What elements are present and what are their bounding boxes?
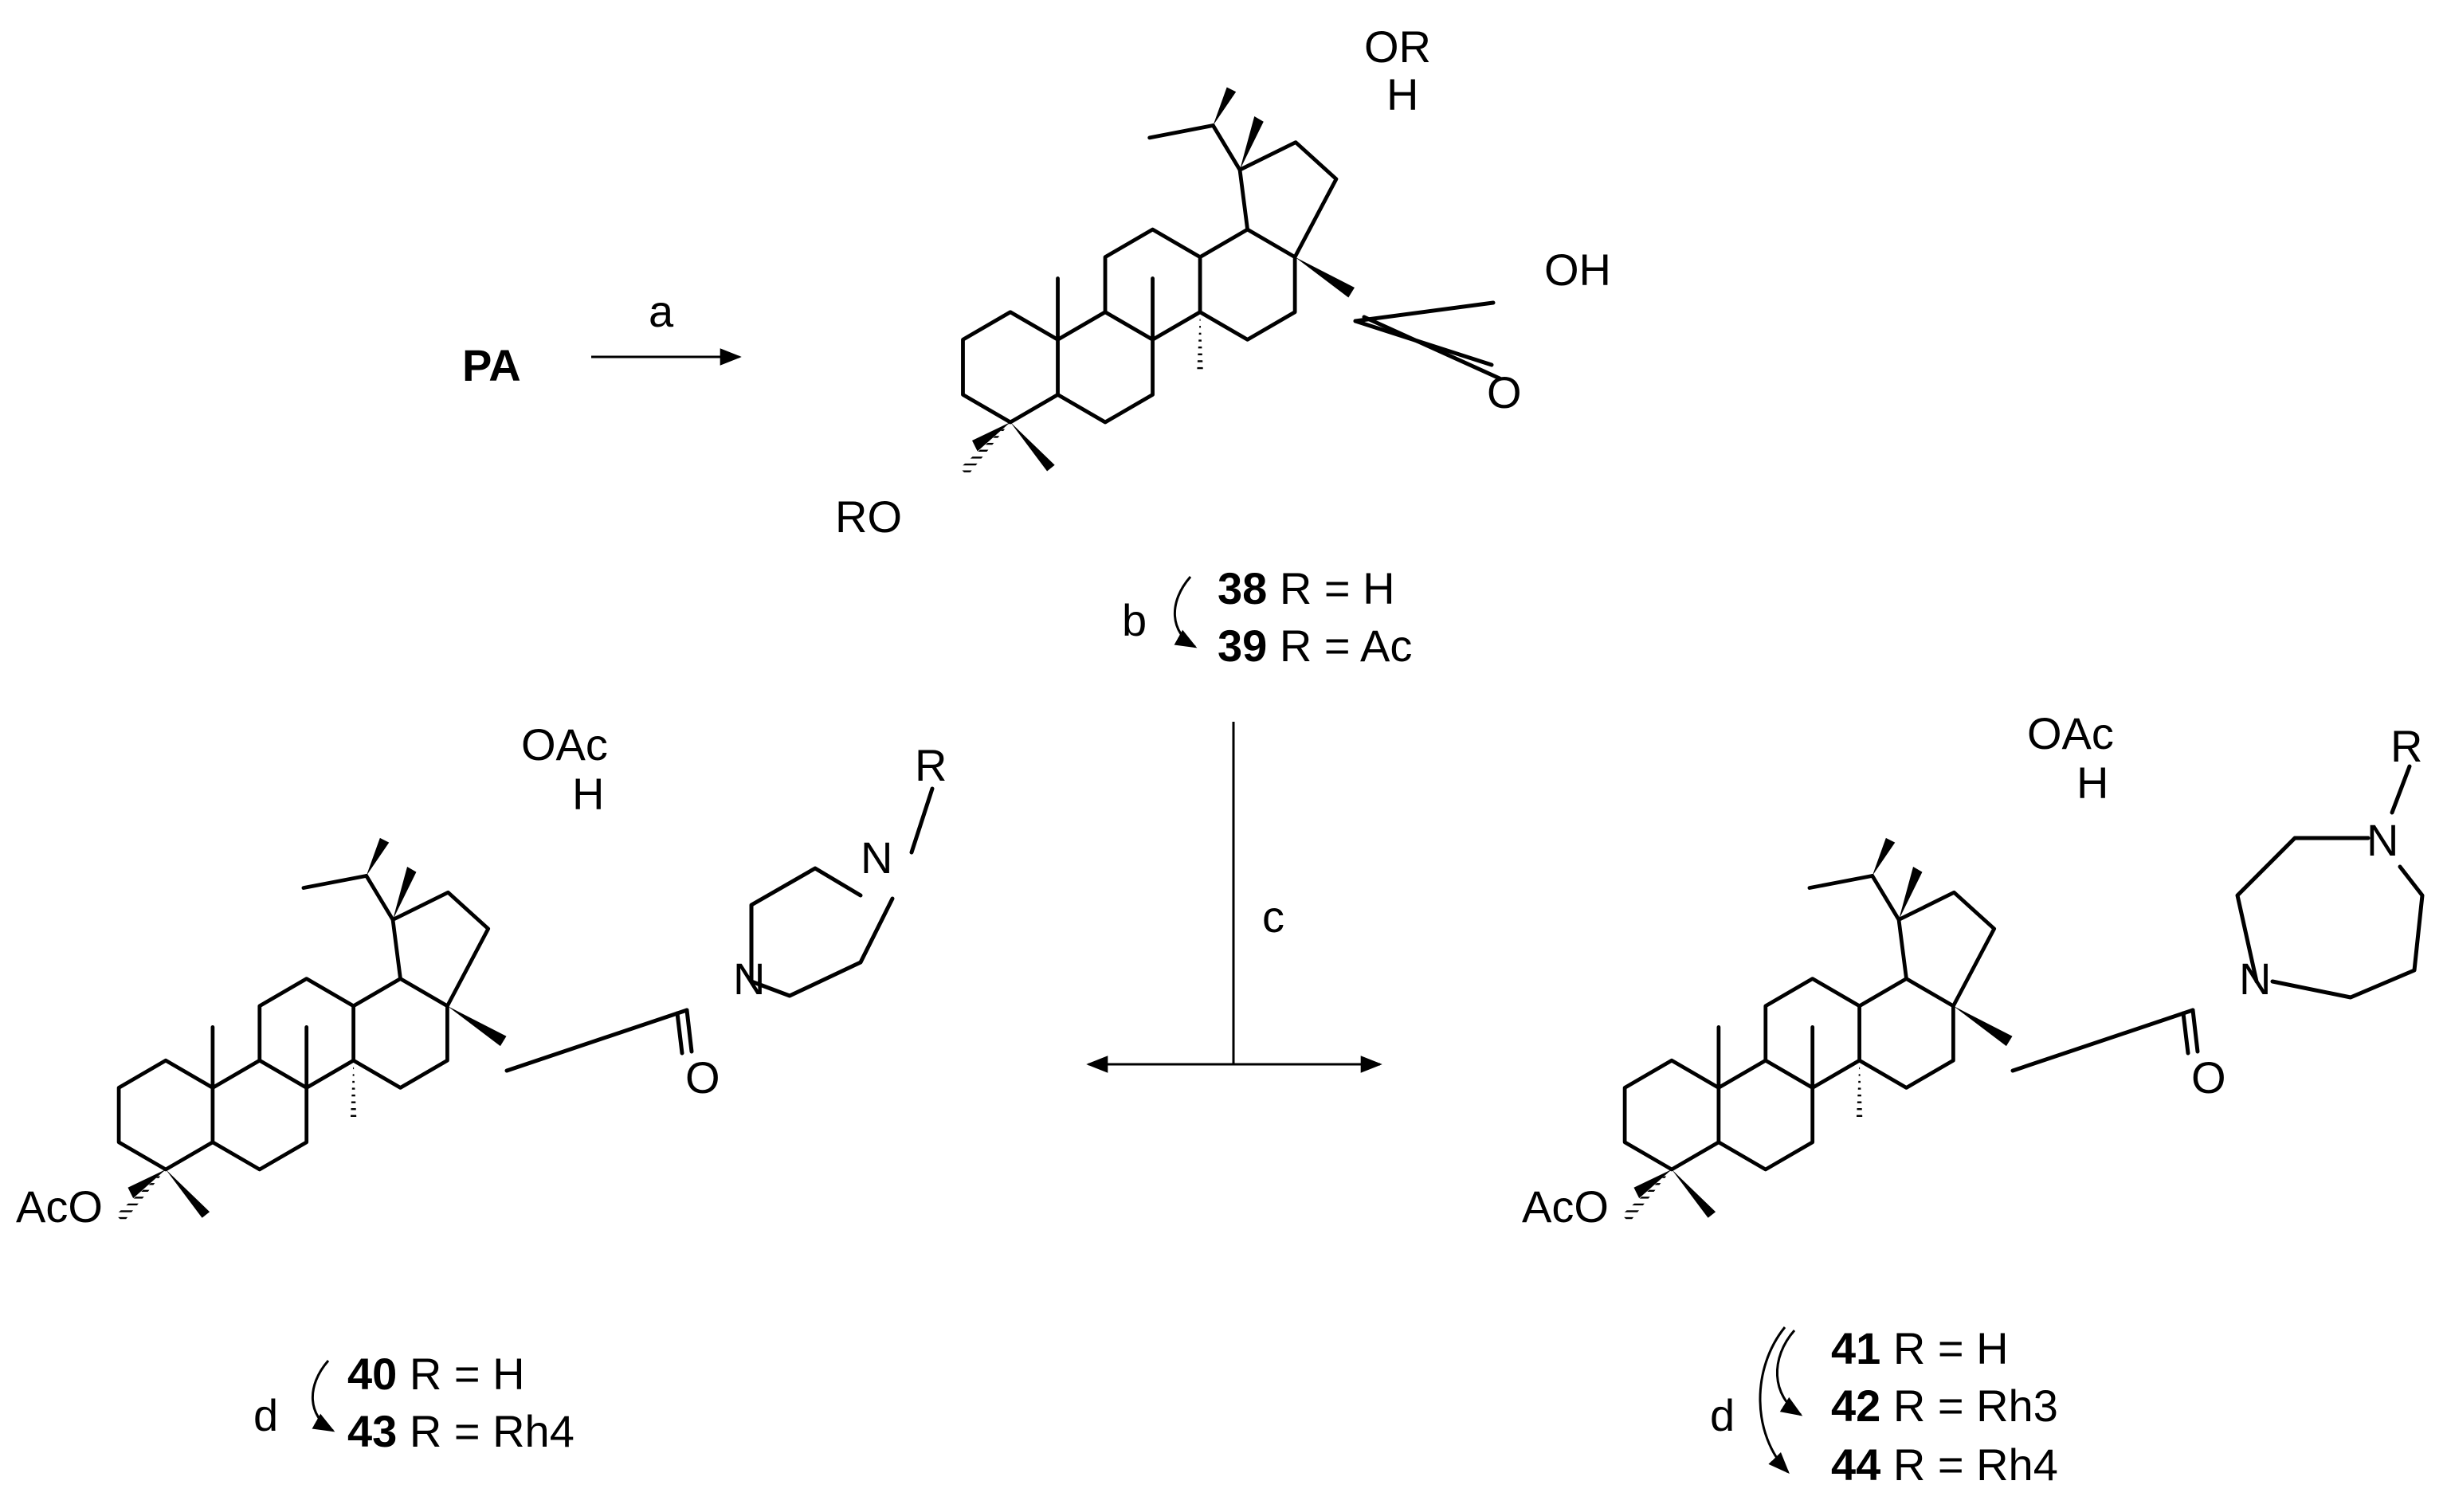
compound-39-label: 39 R = Ac bbox=[1218, 621, 1412, 671]
compound-38-label: 38 R = H bbox=[1218, 563, 1395, 613]
curved-arrow-b bbox=[1173, 576, 1198, 648]
top-h-label: H bbox=[1386, 69, 1418, 119]
right-oac-label: OAc bbox=[2027, 708, 2114, 758]
step-label-d-right: d bbox=[1710, 1390, 1735, 1440]
structure-38-39: OR H OH O RO bbox=[835, 22, 1611, 542]
left-oac-label: OAc bbox=[521, 719, 608, 770]
right-n-r-label: N bbox=[2367, 815, 2398, 865]
right-h-label: H bbox=[2076, 758, 2108, 808]
step-label-b: b bbox=[1122, 595, 1147, 645]
curved-arrow-d-left bbox=[311, 1360, 335, 1432]
right-n-amide-label: N bbox=[2239, 954, 2271, 1004]
compound-44-label: 44 R = Rh4 bbox=[1831, 1440, 2058, 1490]
step-label-d-left: d bbox=[253, 1390, 278, 1440]
compound-40-label: 40 R = H bbox=[347, 1349, 525, 1399]
top-carbonyl-o-label: O bbox=[1487, 367, 1522, 417]
right-carbonyl-o-label: O bbox=[2191, 1052, 2226, 1103]
top-or-label: OR bbox=[1364, 22, 1431, 72]
structure-41-42-44: OAc H N N R O AcO bbox=[1522, 708, 2425, 1232]
curved-arrow-d-right-1 bbox=[1776, 1330, 1803, 1416]
left-r-label: R bbox=[915, 740, 947, 790]
compound-41-label: 41 R = H bbox=[1831, 1323, 2009, 1373]
right-aco-label: AcO bbox=[1522, 1181, 1609, 1232]
curved-arrow-d-right-2 bbox=[1759, 1326, 1790, 1474]
step-label-c: c bbox=[1262, 891, 1284, 942]
step-label-a: a bbox=[649, 286, 674, 336]
top-oh-label: OH bbox=[1544, 245, 1611, 295]
compound-42-label: 42 R = Rh3 bbox=[1831, 1381, 2058, 1431]
structure-40-43: OAc H N N R O AcO bbox=[16, 719, 947, 1232]
left-aco-label: AcO bbox=[16, 1181, 103, 1232]
right-r-label: R bbox=[2390, 721, 2422, 771]
top-ro-label: RO bbox=[835, 492, 902, 542]
compound-43-label: 43 R = Rh4 bbox=[347, 1406, 574, 1456]
left-h-label: H bbox=[572, 769, 604, 819]
left-carbonyl-o-label: O bbox=[685, 1052, 720, 1103]
left-n-r-label: N bbox=[861, 832, 892, 883]
left-n-amide-label: N bbox=[733, 954, 765, 1004]
start-material-label: PA bbox=[462, 340, 521, 390]
